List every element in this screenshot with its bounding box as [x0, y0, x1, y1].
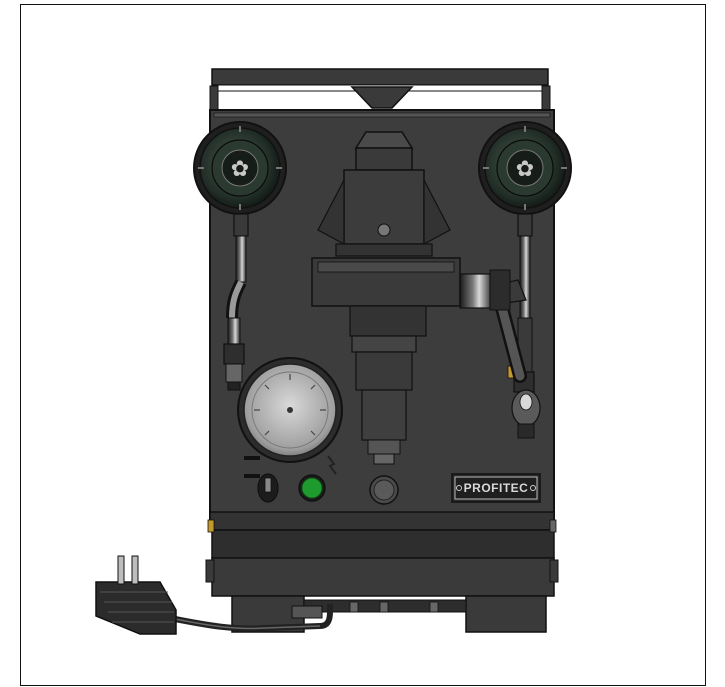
top-rail: [209, 68, 551, 115]
svg-text:✿: ✿: [231, 157, 249, 182]
steam-wand-left: [223, 213, 249, 391]
side-accents: [207, 519, 557, 533]
drip-tray: [205, 529, 559, 597]
power-indicator-light: [298, 455, 337, 502]
power-switch: [244, 456, 279, 503]
brand-label: PROFITEC: [464, 481, 529, 495]
spout-column: [351, 335, 417, 465]
pressure-gauge: [237, 357, 343, 463]
power-plug: [95, 555, 333, 635]
brew-button: [369, 475, 399, 505]
steam-knob-left: ✿: [193, 121, 287, 215]
group-head: [317, 131, 451, 257]
brand-plate: PROFITEC: [451, 473, 541, 503]
svg-text:✿: ✿: [516, 157, 534, 182]
steam-knob-right: ✿: [478, 121, 572, 215]
